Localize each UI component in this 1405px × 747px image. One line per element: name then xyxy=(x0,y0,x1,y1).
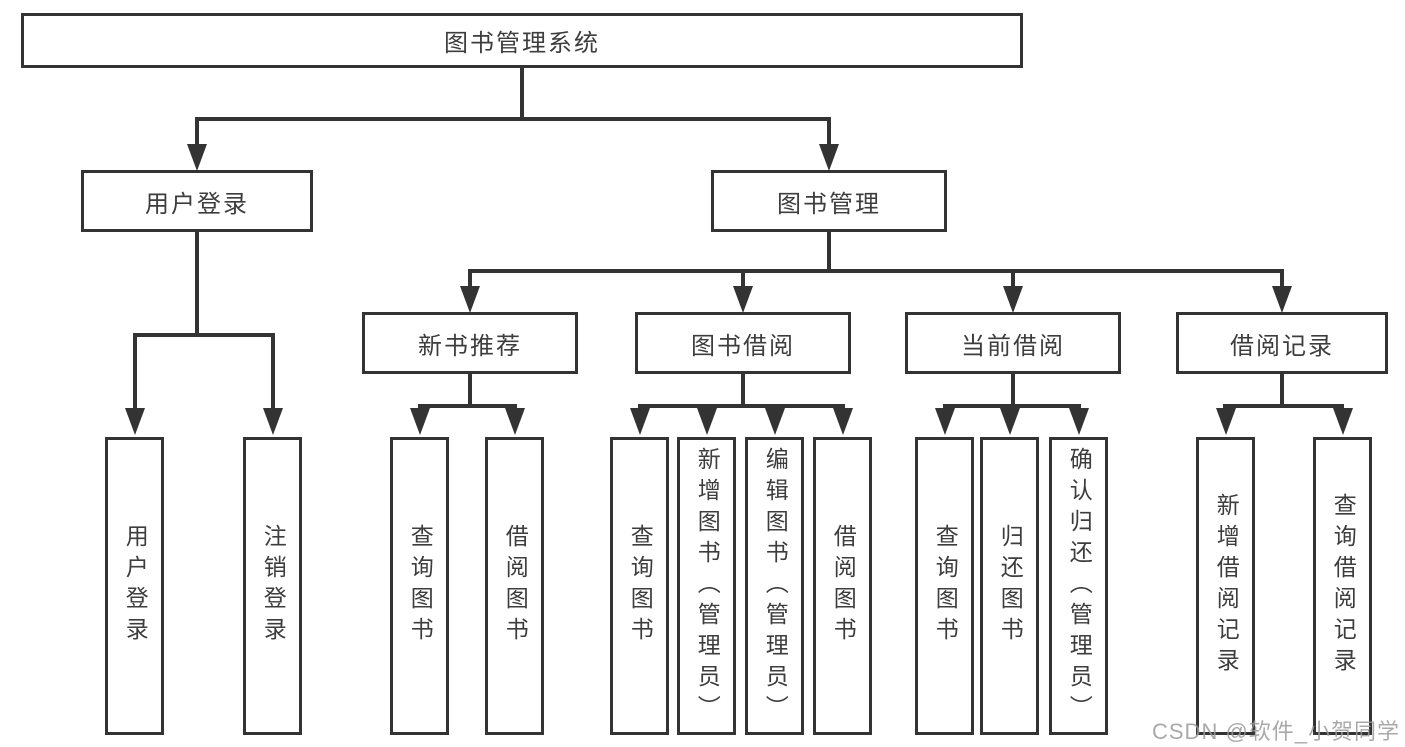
node-current-borrowing: 当前借阅 xyxy=(905,312,1121,374)
arrow-down-icon xyxy=(733,286,753,313)
leaf-query-books-borrowing: 查询图书 xyxy=(610,437,669,735)
node-user-login: 用户登录 xyxy=(81,170,313,232)
arrow-down-icon xyxy=(1069,408,1089,435)
arrow-down-icon xyxy=(1333,408,1353,435)
arrow-down-icon xyxy=(125,408,145,435)
leaf-query-books-current: 查询图书 xyxy=(915,437,974,735)
node-label: 新增借阅记录 xyxy=(1213,493,1240,679)
arrow-down-icon xyxy=(1003,286,1023,313)
connector-hline xyxy=(133,333,275,337)
arrow-down-icon xyxy=(460,286,480,313)
arrow-down-icon xyxy=(1272,286,1292,313)
node-label: 用户登录 xyxy=(122,524,149,648)
node-book-borrowing: 图书借阅 xyxy=(635,312,851,374)
connector-hline xyxy=(943,404,1081,408)
node-label: 新增图书（管理员） xyxy=(694,446,721,726)
connector-vline xyxy=(1280,269,1284,289)
node-label: 归还图书 xyxy=(997,524,1024,648)
arrow-down-icon xyxy=(765,408,785,435)
arrow-down-icon xyxy=(263,408,283,435)
connector-hline xyxy=(418,404,517,408)
connector-vline xyxy=(1011,371,1015,406)
leaf-return-books: 归还图书 xyxy=(980,437,1039,735)
arrow-down-icon xyxy=(819,144,839,171)
connector-vline xyxy=(195,117,199,148)
connector-hline xyxy=(195,117,831,121)
node-label: 编辑图书（管理员） xyxy=(762,446,789,726)
node-label: 图书管理 xyxy=(777,190,881,218)
node-label: 借阅图书 xyxy=(502,524,529,648)
leaf-add-borrow-record: 新增借阅记录 xyxy=(1196,437,1255,735)
watermark: CSDN @软件_小贺同学 xyxy=(1152,719,1401,744)
node-label: 新书推荐 xyxy=(418,332,522,360)
connector-vline xyxy=(520,66,524,119)
node-borrowing-records: 借阅记录 xyxy=(1176,312,1388,374)
arrow-down-icon xyxy=(505,408,525,435)
node-label: 注销登录 xyxy=(260,524,287,648)
node-label: 用户登录 xyxy=(145,190,249,218)
node-label: 查询图书 xyxy=(932,524,959,648)
leaf-borrow-books-recommend: 借阅图书 xyxy=(485,437,544,735)
connector-hline xyxy=(638,404,845,408)
leaf-query-books-recommend: 查询图书 xyxy=(390,437,449,735)
connector-vline xyxy=(468,269,472,289)
node-new-book-recommendation: 新书推荐 xyxy=(362,312,578,374)
node-label: 借阅图书 xyxy=(830,524,857,648)
node-label: 查询借阅记录 xyxy=(1330,493,1357,679)
node-label: 查询图书 xyxy=(627,524,654,648)
connector-vline xyxy=(1280,371,1284,406)
connector-vline xyxy=(1011,269,1015,289)
node-label: 当前借阅 xyxy=(961,332,1065,360)
leaf-borrow-books-borrowing: 借阅图书 xyxy=(813,437,872,735)
node-label: 图书管理系统 xyxy=(444,30,600,57)
connector-vline xyxy=(827,117,831,148)
arrow-down-icon xyxy=(1000,408,1020,435)
connector-vline xyxy=(133,333,137,409)
node-label: 图书借阅 xyxy=(691,332,795,360)
arrow-down-icon xyxy=(1216,408,1236,435)
arrow-down-icon xyxy=(630,408,650,435)
leaf-user-login: 用户登录 xyxy=(105,437,164,735)
node-book-management: 图书管理 xyxy=(711,170,947,232)
node-label: 确认归还（管理员） xyxy=(1066,446,1093,726)
connector-hline xyxy=(468,269,1284,273)
connector-vline xyxy=(741,371,745,406)
arrow-down-icon xyxy=(410,408,430,435)
connector-vline xyxy=(195,229,199,335)
arrow-down-icon xyxy=(833,408,853,435)
arrow-down-icon xyxy=(697,408,717,435)
leaf-edit-book-admin: 编辑图书（管理员） xyxy=(745,437,804,735)
node-label: 查询图书 xyxy=(407,524,434,648)
connector-vline xyxy=(741,269,745,289)
leaf-add-book-admin: 新增图书（管理员） xyxy=(677,437,736,735)
node-label: 借阅记录 xyxy=(1230,332,1334,360)
node-library-management-system: 图书管理系统 xyxy=(21,13,1023,68)
leaf-confirm-return-admin: 确认归还（管理员） xyxy=(1049,437,1108,735)
leaf-query-borrow-record: 查询借阅记录 xyxy=(1313,437,1372,735)
arrow-down-icon xyxy=(935,408,955,435)
connector-hline xyxy=(1223,404,1344,408)
connector-vline xyxy=(468,371,472,406)
connector-vline xyxy=(827,229,831,271)
arrow-down-icon xyxy=(187,144,207,171)
connector-vline xyxy=(271,333,275,409)
leaf-logout: 注销登录 xyxy=(243,437,302,735)
